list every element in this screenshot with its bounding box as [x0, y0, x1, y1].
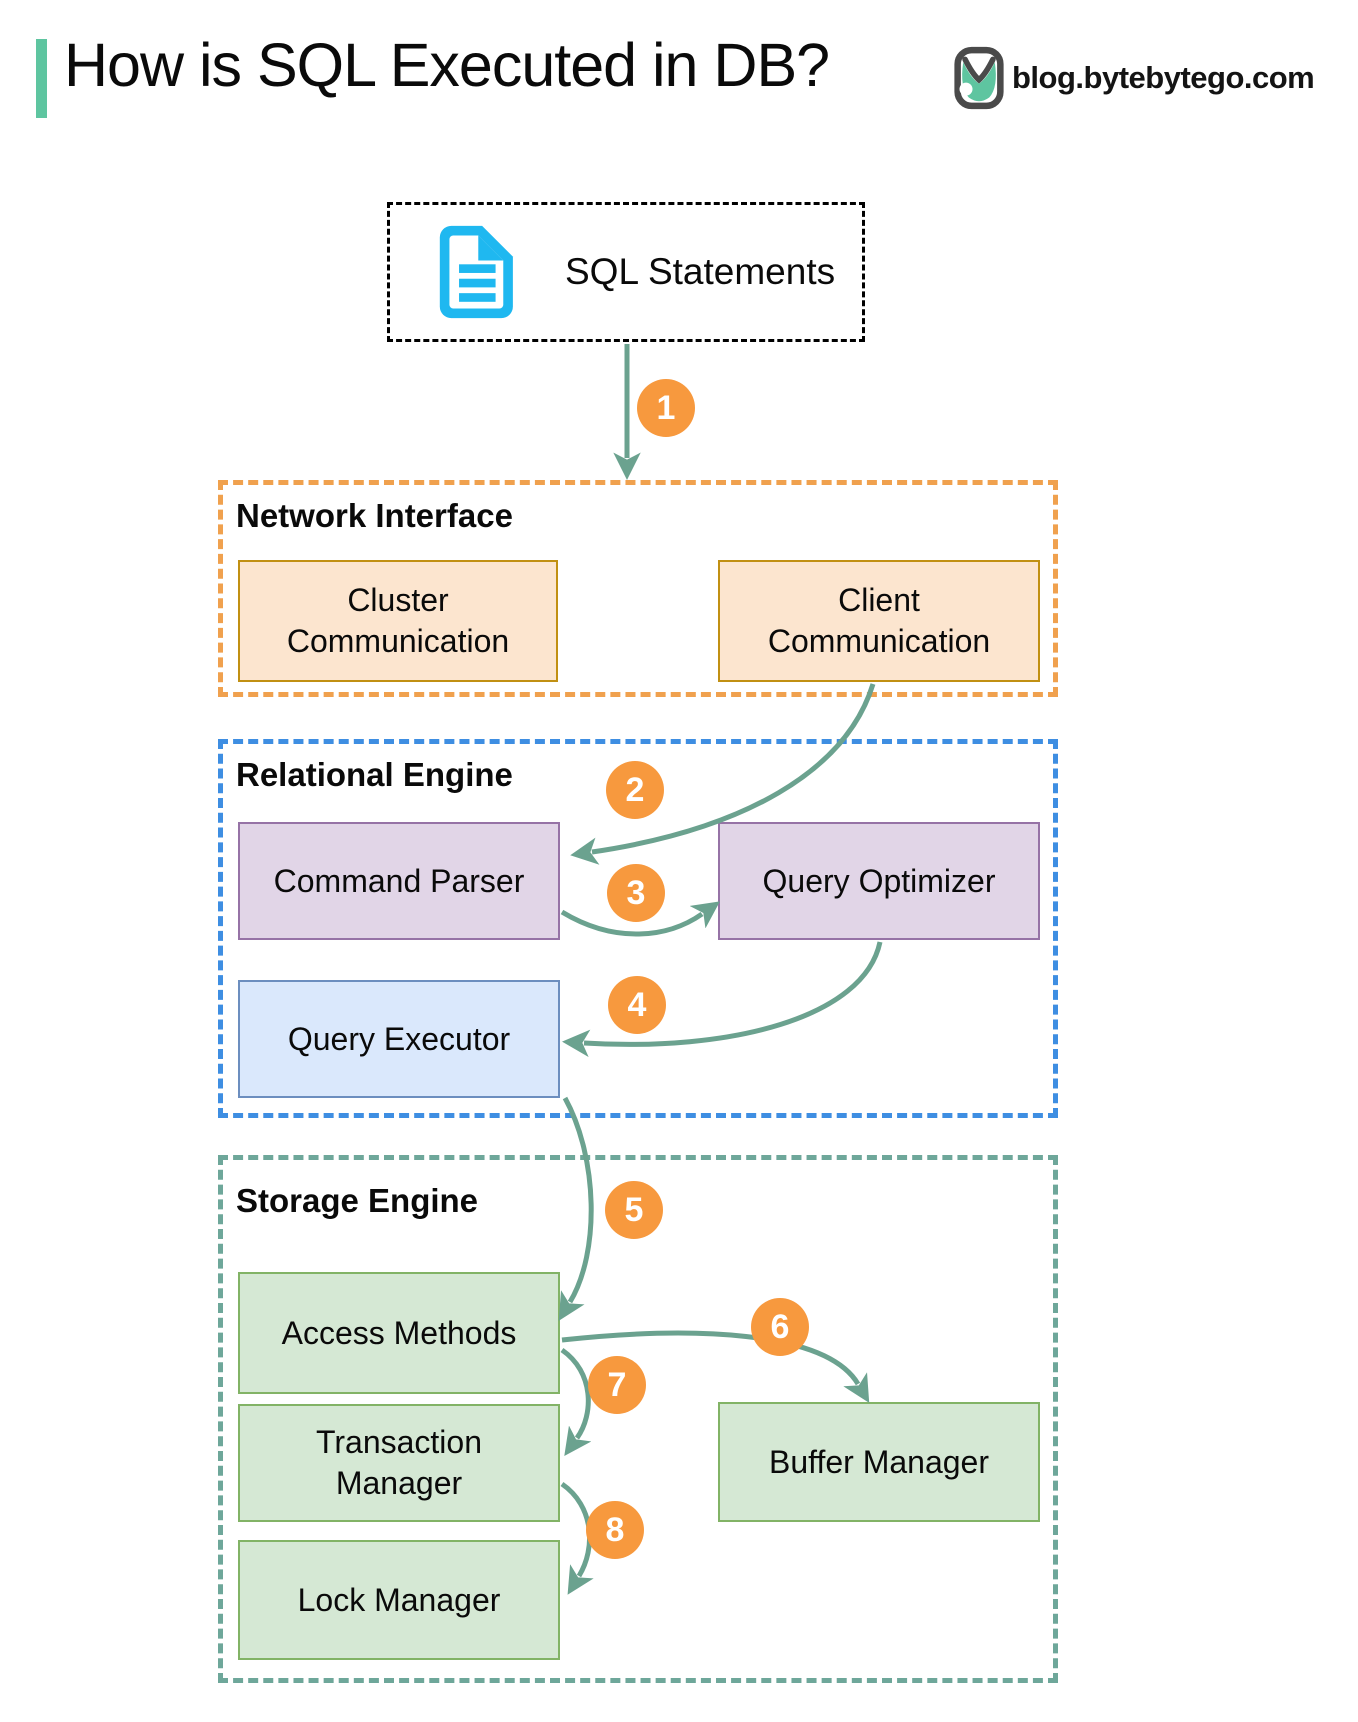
brand: blog.bytebytego.com [953, 45, 1315, 111]
step-6-badge: 6 [751, 1298, 809, 1356]
step-8-badge: 8 [586, 1501, 644, 1559]
step-5-badge: 5 [605, 1181, 663, 1239]
section-title-network-interface: Network Interface [236, 497, 513, 534]
step-2-badge: 2 [606, 761, 664, 819]
site-url: blog.bytebytego.com [1012, 60, 1315, 95]
bytebytego-logo-icon [954, 46, 1004, 110]
step-3-badge: 3 [607, 864, 665, 922]
node-cluster-communication: Cluster Communication [238, 560, 558, 682]
page-title: How is SQL Executed in DB? [64, 31, 830, 99]
node-lock-manager: Lock Manager [238, 1540, 560, 1660]
section-storage-engine: Storage Engine [218, 1155, 1058, 1683]
node-client-communication: Client Communication [718, 560, 1040, 682]
node-query-optimizer: Query Optimizer [718, 822, 1040, 940]
sql-statements-label: SQL Statements [565, 251, 836, 292]
title-accent-bar [36, 39, 47, 118]
document-icon [439, 225, 513, 319]
node-buffer-manager: Buffer Manager [718, 1402, 1040, 1522]
sql-statements-box: SQL Statements [387, 202, 865, 342]
step-7-badge: 7 [588, 1356, 646, 1414]
section-title-storage-engine: Storage Engine [236, 1182, 479, 1219]
node-command-parser: Command Parser [238, 822, 560, 940]
node-transaction-manager: Transaction Manager [238, 1404, 560, 1522]
step-1-badge: 1 [637, 379, 695, 437]
node-access-methods: Access Methods [238, 1272, 560, 1394]
section-title-relational-engine: Relational Engine [236, 756, 513, 793]
node-query-executor: Query Executor [238, 980, 560, 1098]
step-4-badge: 4 [608, 976, 666, 1034]
